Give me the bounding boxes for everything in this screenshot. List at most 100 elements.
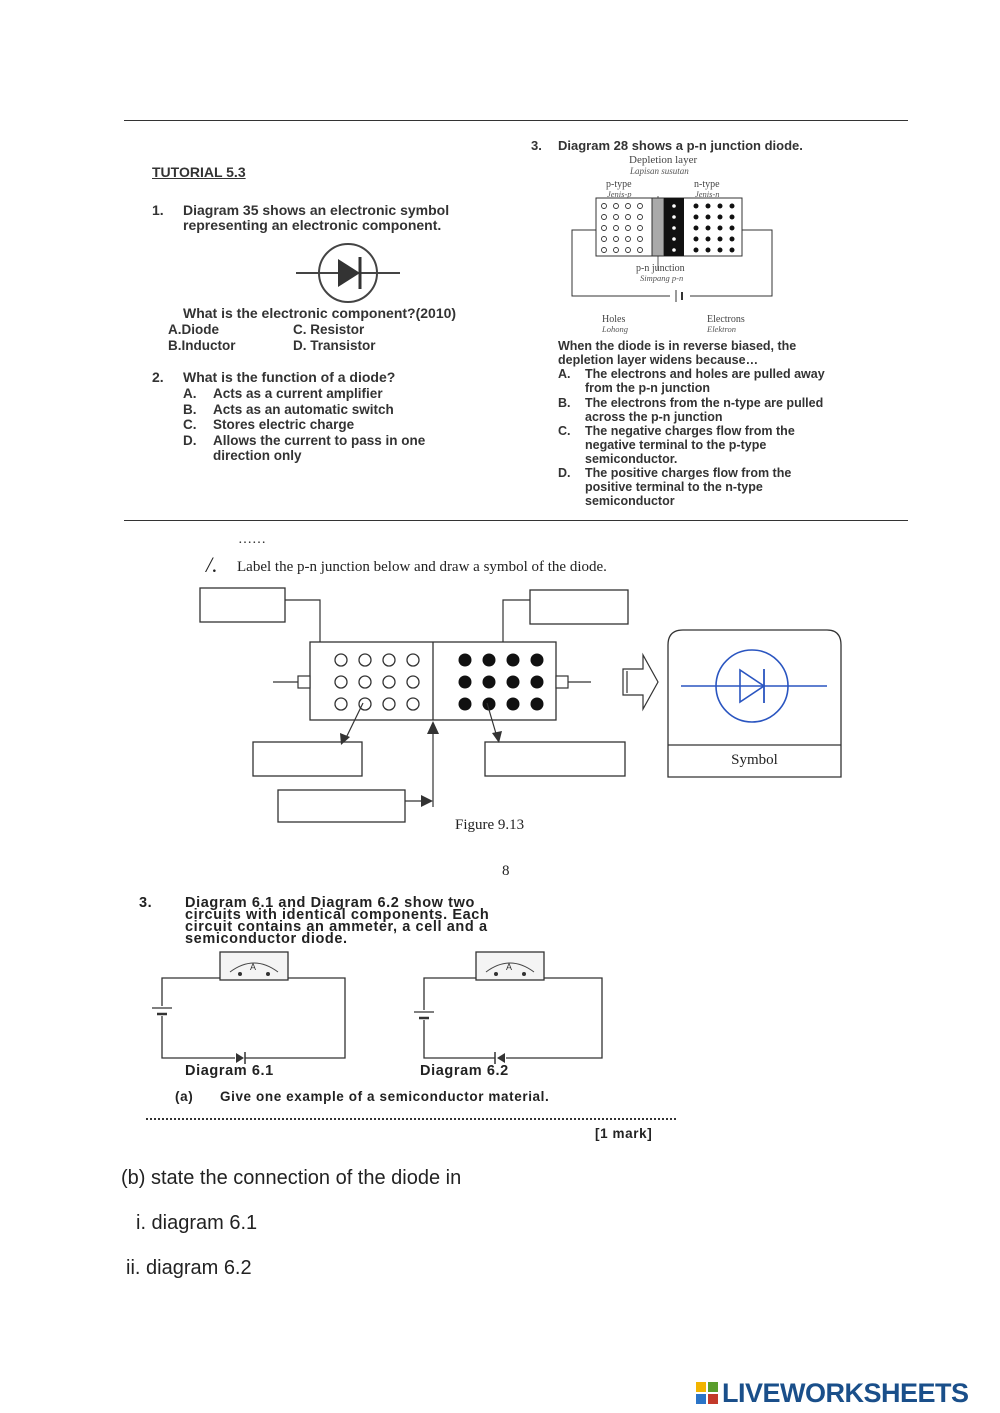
electron-icon [530,653,544,667]
hole-icon [625,203,631,209]
label-box-p-type[interactable] [199,587,286,623]
hole-icon [637,203,643,209]
electron-icon [717,214,723,220]
hole-icon [406,675,420,689]
part-b-item-1: i. diagram 6.1 [136,1212,258,1234]
q1-option-a: A.Diode [168,322,220,337]
question3-stem-line2: circuits with identical components. Each [185,907,490,923]
hole-icon [382,653,396,667]
q2-option-a-letter: A. [183,386,197,401]
electron-icon [717,203,723,209]
svg-text:A: A [506,962,512,972]
p-type-label-ms: Jenis-p [607,189,632,199]
q1-line1: Diagram 35 shows an electronic symbol [183,202,450,218]
q3-option-c-l1: The negative charges flow from the [585,424,795,438]
label-box-n-type[interactable] [529,589,629,625]
pn-junction-figure-913 [199,587,842,823]
label-box-electrons[interactable] [484,741,626,777]
diode-symbol-figure [296,243,400,303]
electron-icon [506,653,520,667]
mark-allocation: [1 mark] [595,1126,653,1141]
q3-option-d-letter: D. [558,466,571,480]
electron-icon [482,675,496,689]
q3-option-b-l1: The electrons from the n-type are pulled [585,396,824,410]
p-type-label: p-type [606,179,632,190]
circuit-diagram-6-1: A [152,951,346,1064]
hole-icon [625,236,631,242]
hole-icon [358,653,372,667]
q2-option-d-line2: direction only [213,448,302,463]
q3-number: 3. [531,138,542,153]
electron-icon [458,653,472,667]
q1-line2: representing an electronic component. [183,217,442,233]
figure-instruction: Label the p-n junction below and draw a … [237,559,607,575]
q3-option-b-l2: across the p-n junction [585,410,723,424]
figure-caption: Figure 9.13 [455,817,525,833]
electron-icon [705,214,711,220]
n-type-label: n-type [694,179,720,190]
q2-number: 2. [152,369,164,385]
hole-icon [637,247,643,253]
q3-question-line2: depletion layer widens because… [558,353,759,367]
hole-icon [334,653,348,667]
hole-icon [406,697,420,711]
depletion-layer-label: Depletion layer [629,154,698,166]
electron-icon [530,675,544,689]
electron-icon [705,247,711,253]
question3-stem-line3: circuit contains an ammeter, a cell and … [185,919,488,935]
middle-rule [124,520,908,521]
answer-dotted-line[interactable] [146,1118,676,1120]
electron-icon [729,214,735,220]
electron-icon [729,203,735,209]
electron-icon [693,236,699,242]
pn-junction-label-ms: Simpang p-n [640,273,684,283]
q3-option-a-letter: A. [558,367,571,381]
brand-logo[interactable]: LIVEWORKSHEETS [696,1376,969,1410]
q3-option-c-letter: C. [558,424,571,438]
hole-icon [382,675,396,689]
electron-icon [693,214,699,220]
electron-icon [693,203,699,209]
q2-option-b-letter: B. [183,402,197,417]
q2-option-c: Stores electric charge [213,417,355,432]
q3-option-a-l1: The electrons and holes are pulled away [585,367,825,381]
hole-icon [334,675,348,689]
tutorial-heading: TUTORIAL 5.3 [152,164,246,180]
q3-option-d-l1: The positive charges flow from the [585,466,792,480]
holes-label-ms: Lohong [602,324,628,334]
hole-icon [406,653,420,667]
electron-icon [530,697,544,711]
top-rule [124,120,908,121]
hole-icon [334,697,348,711]
label-box-junction[interactable] [277,789,406,823]
hole-icon [625,247,631,253]
electron-icon [717,225,723,231]
hole-icon [382,697,396,711]
diagram-6-1-label: Diagram 6.1 [185,1063,274,1079]
brand-logo-text: LIVEWORKSHEETS [722,1377,969,1408]
electron-icon [506,697,520,711]
hole-icon [358,675,372,689]
page-number: 8 [502,863,510,879]
holes-label: Holes [602,314,626,325]
label-box-holes[interactable] [252,741,363,777]
part-b-stem: (b) state the connection of the diode in [121,1167,462,1189]
question3-stem-line4: semiconductor diode. [185,931,348,947]
q3-option-d-l3: semiconductor [585,494,675,508]
n-type-label-ms: Jenis-n [695,189,720,199]
q3-option-a-l2: from the p-n junction [585,381,710,395]
brand-logo-icon [696,1382,718,1404]
circuit-diagram-6-2: A [414,951,603,1064]
hole-icon [613,203,619,209]
pn-junction-diagram-28 [571,196,773,302]
q2-option-b: Acts as an automatic switch [213,402,394,417]
hole-icon [601,247,607,253]
question3-stem-line1: Diagram 6.1 and Diagram 6.2 show two [185,895,475,911]
hole-icon [601,225,607,231]
q3-option-b-letter: B. [558,396,571,410]
hole-icon [601,214,607,220]
q2-option-d-letter: D. [183,433,197,448]
pn-junction-label: p-n junction [636,263,685,274]
electrons-label-ms: Elektron [707,324,736,334]
electron-icon [458,675,472,689]
